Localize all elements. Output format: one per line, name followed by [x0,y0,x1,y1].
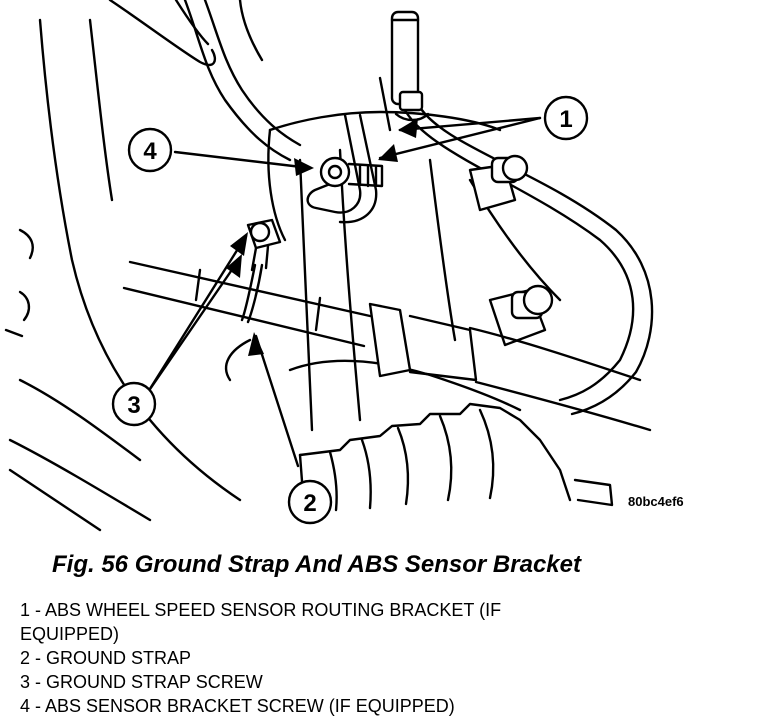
leader-arrows [146,116,542,468]
brake-hose-drawing [108,0,302,162]
legend-item: 4 - ABS SENSOR BRACKET SCREW (IF EQUIPPE… [20,696,455,716]
legend-item: 3 - GROUND STRAP SCREW [20,672,263,692]
legend-item: 1 - ABS WHEEL SPEED SENSOR ROUTING BRACK… [20,600,502,620]
tie-rod-drawing [122,260,652,432]
callout-4-label: 4 [143,138,157,165]
steering-boot-drawing [298,402,614,522]
callout-2-circle [287,479,333,525]
legend-item: 2 - GROUND STRAP [20,648,192,668]
suspension-illustration: 1 4 3 2 80bc4ef6 [4,0,684,532]
callout-1-circle [543,95,589,141]
abs-sensor-wire-drawing [378,10,654,416]
ground-strap-screw-drawing [240,218,282,324]
figure-caption: Fig. 56 Ground Strap And ABS Sensor Brac… [52,551,581,578]
callout-3-label: 3 [127,392,140,419]
lug-bolts-drawing [468,154,554,347]
image-code: 80bc4ef6 [628,494,684,509]
legend-item: EQUIPPED) [20,624,120,644]
abs-bracket-drawing [306,90,430,224]
callout-4-circle [127,127,173,173]
brake-rotor-drawing [4,18,242,532]
callout-2-label: 2 [303,490,316,517]
callout-3-circle [111,381,157,427]
callout-1-label: 1 [559,106,572,133]
arrowheads [226,118,418,356]
parts-legend: 1 - ABS WHEEL SPEED SENSOR ROUTING BRACK… [20,598,501,718]
